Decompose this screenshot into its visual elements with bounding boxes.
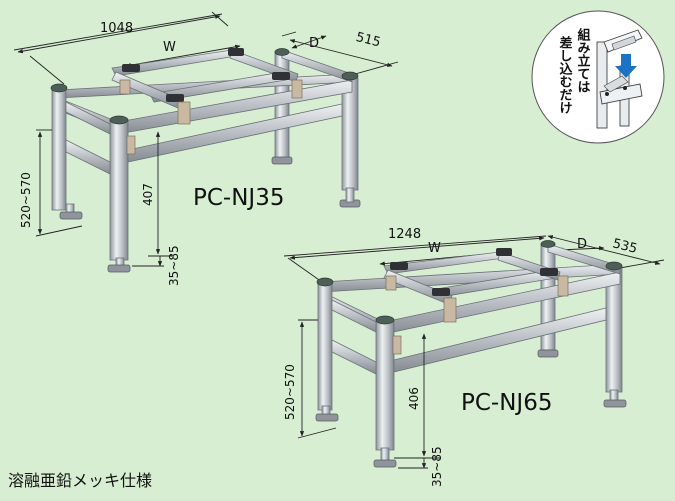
- lower-height-label-2: 406: [407, 387, 421, 410]
- insert-arrow-icon: [615, 54, 637, 78]
- cap-back-left-2: [540, 240, 556, 248]
- callout-text-col1: 組み立ては: [575, 27, 591, 93]
- cap-front-right-1: [109, 115, 129, 125]
- mid-brace-side-1: [65, 101, 111, 135]
- cap-back-right-1: [341, 71, 359, 81]
- foot-front-right-2: [373, 459, 397, 468]
- mid-brace-front-2: [393, 307, 607, 373]
- stand-pc-nj65: 1248 W D 535: [283, 227, 665, 487]
- clip-rear-left-1: [122, 64, 140, 72]
- callout-text-col2: 差し込むだけ: [557, 35, 573, 114]
- foot-adjust-label-1: 35~85: [167, 245, 181, 286]
- lower-height-label-1: 407: [141, 183, 155, 206]
- model-name-1: PC-NJ35: [193, 185, 284, 211]
- cap-front-right-2: [375, 315, 395, 325]
- mid-brace-front-1: [127, 103, 343, 163]
- clip-rear-right-1: [228, 48, 244, 56]
- foot-adjust-label-2: 35~85: [430, 446, 444, 487]
- front-left-leg-1: [51, 87, 67, 211]
- clip-front-right-2: [540, 268, 558, 276]
- depth-d-label-1: D: [309, 36, 319, 51]
- cap-front-left-2: [316, 277, 334, 287]
- width-total-label-2: 1248: [388, 227, 421, 242]
- model-name-2: PC-NJ65: [461, 390, 552, 416]
- mid-brace-side-2: [331, 299, 377, 333]
- clip-front-left-1: [166, 94, 184, 102]
- width-total-label-1: 1048: [100, 21, 133, 36]
- pad-rear-left-1: [119, 79, 131, 95]
- width-w-label-1: W: [163, 40, 176, 55]
- callout-detail-drawing: [596, 29, 643, 129]
- foot-back-right-2: [603, 399, 627, 408]
- clip-rear-right-2: [496, 248, 512, 256]
- foot-back-left-1: [271, 156, 293, 165]
- pad-front-left-1: [177, 101, 191, 125]
- height-range-label-1: 520~570: [19, 172, 33, 228]
- dim-width-total-1: [13, 11, 229, 85]
- cap-back-right-2: [605, 261, 623, 271]
- pad-front-right-2: [557, 275, 569, 297]
- clip-rear-left-2: [390, 262, 408, 270]
- front-left-leg-2: [317, 281, 333, 411]
- assembly-callout: 組み立ては 差し込むだけ: [531, 10, 665, 144]
- stand-pc-nj35: 1048 W D 515: [13, 11, 399, 286]
- cap-front-left-1: [50, 83, 68, 93]
- footer-note: 溶融亜鉛メッキ仕様: [8, 471, 152, 490]
- dim-depth-total-2: [547, 235, 665, 269]
- dim-foot-adjust-1: [132, 256, 164, 267]
- cap-back-left-1: [274, 48, 290, 56]
- pad-leg-right-2: [392, 335, 402, 355]
- front-right-leg-2: [375, 319, 395, 451]
- width-w-label-2: W: [428, 241, 441, 256]
- pad-front-left-2: [443, 297, 457, 323]
- dim-height-1: [35, 129, 83, 237]
- top-rail-right-side-2: [547, 243, 621, 275]
- foot-front-left-1: [59, 211, 83, 220]
- clip-front-right-1: [272, 72, 290, 80]
- height-range-label-2: 520~570: [283, 364, 297, 420]
- dim-foot-adjust-2: [398, 458, 428, 469]
- dim-height-2: [297, 319, 337, 439]
- front-right-leg-1: [109, 119, 129, 261]
- pad-leg-right-1: [126, 135, 136, 155]
- back-right-leg-1: [341, 77, 359, 191]
- bolt-back-right-1: [345, 187, 355, 203]
- lower-brace-side-2: [331, 339, 377, 375]
- depth-total-label-2: 535: [611, 236, 639, 257]
- pad-rear-left-2: [385, 275, 397, 291]
- foot-front-right-1: [107, 264, 131, 273]
- clip-front-left-2: [432, 288, 450, 296]
- lower-brace-side-1: [65, 139, 111, 175]
- foot-front-left-2: [315, 413, 339, 422]
- pad-front-right-1: [291, 79, 303, 99]
- depth-total-label-1: 515: [354, 30, 382, 51]
- dim-lower-height-2: [394, 333, 440, 459]
- foot-back-left-2: [537, 349, 559, 358]
- dim-width-total-2: [283, 235, 547, 283]
